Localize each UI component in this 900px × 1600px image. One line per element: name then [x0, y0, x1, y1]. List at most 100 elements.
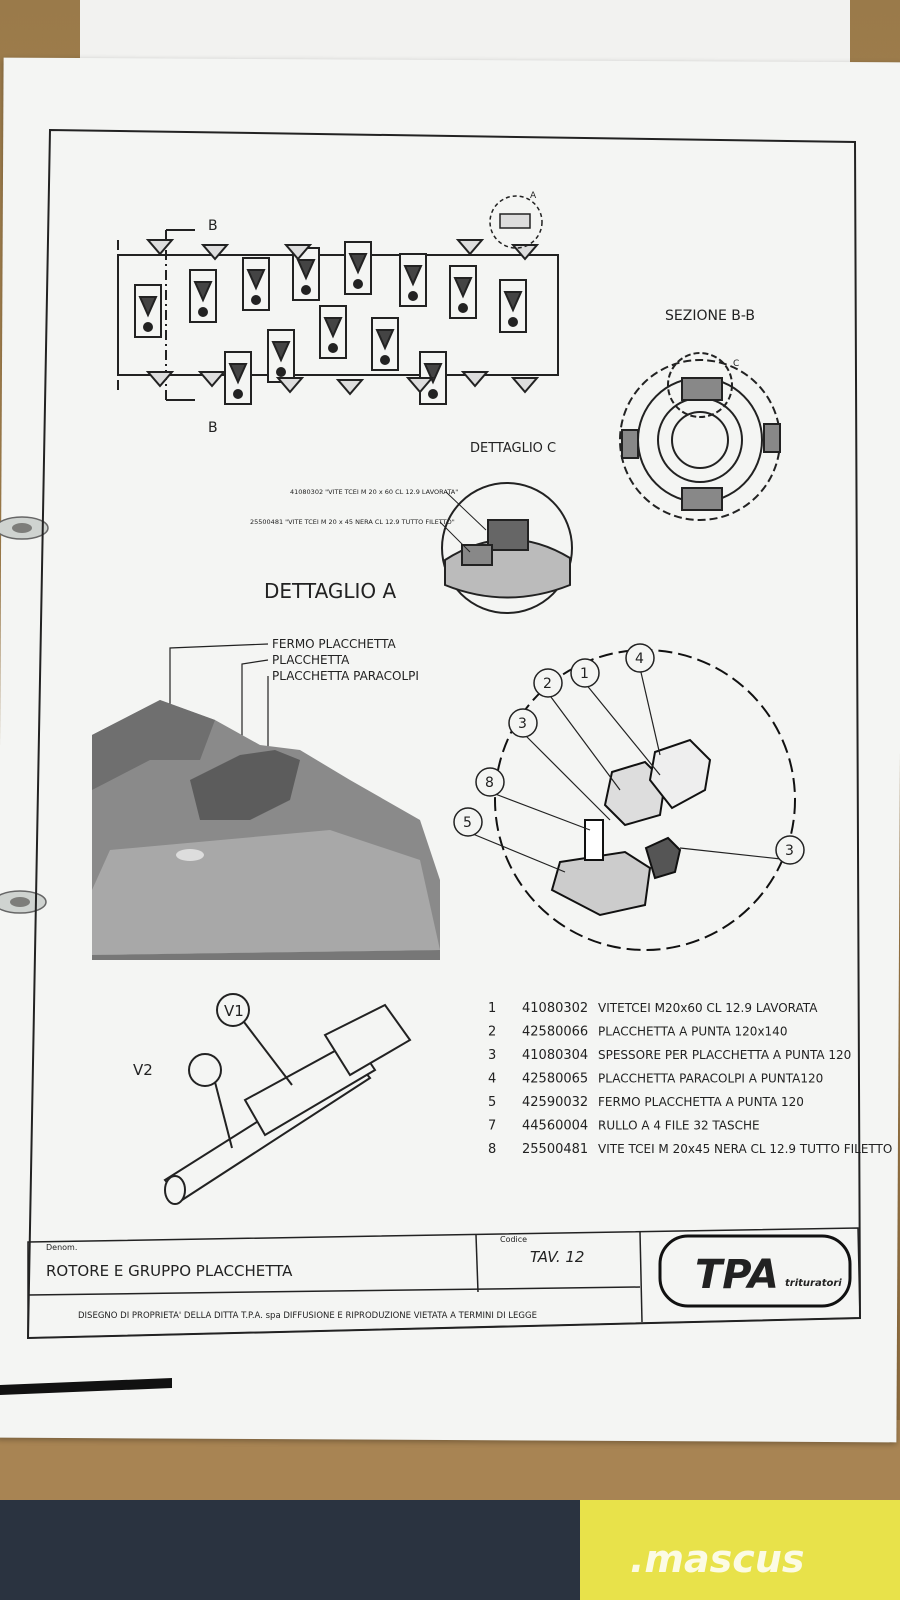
rotor-insert [371, 317, 399, 371]
rotor-tooth [405, 377, 435, 394]
rotor-tooth [145, 239, 175, 256]
balloon-leader [639, 667, 661, 756]
rotor-tooth [200, 244, 230, 261]
part-code: 42580065 [522, 1072, 588, 1087]
parts-list-row: 2 42580066 PLACCHETTA A PUNTA 120x140 [488, 1025, 787, 1040]
tpa-logo: TPA trituratori [658, 1234, 852, 1308]
bolt-v1-label: V1 [224, 1002, 244, 1020]
detail-c-title: DETTAGLIO C [470, 441, 556, 456]
part-number: 3 [488, 1048, 496, 1063]
balloon-label: 1 [580, 666, 589, 682]
balloon-leader [679, 847, 791, 861]
bolt-v1-bubble [216, 993, 250, 1027]
denom-value: ROTORE E GRUPPO PLACCHETTA [46, 1262, 293, 1280]
disclaimer-text: DISEGNO DI PROPRIETA' DELLA DITTA T.P.A.… [78, 1311, 537, 1321]
rotor-tooth [455, 239, 485, 256]
balloon-leader [467, 831, 566, 873]
part-code: 42590032 [522, 1095, 588, 1110]
rotor-tooth [335, 379, 365, 396]
balloon-group: 1 2 3 4 5 8 3 [453, 643, 805, 873]
rotor-insert [499, 279, 527, 333]
balloon-label: 8 [485, 775, 494, 791]
rotor-tooth [145, 371, 175, 388]
bolt-v2-label: V2 [133, 1061, 153, 1079]
part-description: FERMO PLACCHETTA A PUNTA 120 [598, 1095, 804, 1109]
callout-leader-bottom [439, 521, 471, 553]
rotor-tooth [197, 371, 227, 388]
rotor-insert [224, 351, 252, 405]
balloon-leader [584, 682, 661, 776]
logo-subtext: trituratori [785, 1278, 842, 1289]
balloon-circle [533, 668, 563, 698]
label-placchetta-paracolpi: PLACCHETTA PARACOLPI [272, 669, 419, 683]
balloon-label: 3 [518, 716, 527, 732]
binder-ring-top [0, 516, 49, 540]
rotor-insert [319, 305, 347, 359]
balloon-label: 3 [785, 843, 794, 859]
label-fermo-placchetta: FERMO PLACCHETTA [272, 637, 397, 651]
part-description: SPESSORE PER PLACCHETTA A PUNTA 120 [598, 1048, 851, 1062]
balloon-circle [570, 658, 600, 688]
rotor-top-view [117, 229, 559, 405]
detail-c-callout-bottom: 25500481 "VITE TCEI M 20 x 45 NERA CL 12… [250, 518, 455, 526]
watermark: .mascus [630, 1537, 805, 1581]
rotor-insert [344, 241, 372, 295]
title-block [27, 1227, 861, 1339]
rotor-insert [399, 253, 427, 307]
balloon-circle [453, 807, 483, 837]
balloon-circle [775, 835, 805, 865]
detail-c-callout-top: 41080302 "VITE TCEI M 20 x 60 CL 12.9 LA… [290, 488, 458, 496]
leader-placchetta [241, 659, 269, 765]
section-b-title: SEZIONE B-B [665, 308, 755, 324]
callout-leader-top [445, 491, 487, 531]
label-placchetta: PLACCHETTA [272, 653, 350, 667]
codice-value: TAV. 12 [530, 1248, 584, 1266]
part-code: 44560004 [522, 1119, 588, 1134]
balloon-label: 5 [463, 815, 472, 831]
balloon-circle [508, 708, 538, 738]
part-number: 5 [488, 1095, 496, 1110]
detail-a-letter: A [530, 191, 537, 201]
render-3d-image [92, 700, 440, 960]
rotor-tooth [510, 377, 540, 394]
balloon-circle [475, 767, 505, 797]
balloon-label: 4 [635, 651, 644, 667]
parts-list-row: 5 42590032 FERMO PLACCHETTA A PUNTA 120 [488, 1095, 804, 1110]
yellow-object [580, 1500, 900, 1600]
section-b-view [619, 352, 781, 521]
rotor-insert [267, 329, 295, 383]
rotor-tooth [275, 377, 305, 394]
balloon-leader [522, 732, 611, 821]
logo-text: TPA [695, 1252, 779, 1298]
balloon-leader [489, 791, 591, 831]
rotor-insert [242, 257, 270, 311]
part-number: 2 [488, 1025, 496, 1040]
rotor-tooth [460, 371, 490, 388]
dark-object [0, 1500, 660, 1600]
detail-c-view [441, 482, 573, 614]
part-description: PLACCHETTA A PUNTA 120x140 [598, 1025, 787, 1039]
part-code: 41080302 [522, 1001, 588, 1016]
part-code: 42580066 [522, 1025, 588, 1040]
balloon-label: 2 [543, 676, 552, 692]
section-marker-top: B [208, 218, 218, 234]
binder-edge [0, 1378, 172, 1395]
part-description: VITETCEI M20x60 CL 12.9 LAVORATA [598, 1001, 818, 1015]
part-description: PLACCHETTA PARACOLPI A PUNTA120 [598, 1072, 823, 1086]
part-description: VITE TCEI M 20x45 NERA CL 12.9 TUTTO FIL… [598, 1142, 892, 1156]
detail-c-letter: C [733, 359, 739, 369]
bolt-v2-bubble [188, 1053, 222, 1087]
detail-a-title: DETTAGLIO A [264, 579, 397, 603]
rotor-insert [189, 269, 217, 323]
balloon-leader [547, 692, 621, 791]
denom-label: Denom. [46, 1243, 77, 1252]
part-code: 25500481 [522, 1142, 588, 1157]
rotor-tooth [283, 244, 313, 261]
